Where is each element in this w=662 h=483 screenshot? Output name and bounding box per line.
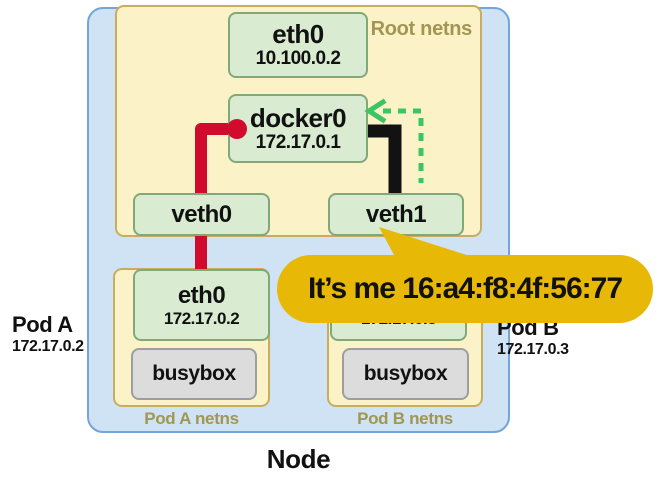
pod-b-ip: 172.17.0.3 [497, 341, 569, 358]
pod-a-busybox-label: busybox [152, 362, 236, 385]
pod-b-netns-label: Pod B netns [357, 409, 453, 428]
root-eth0-box: eth0 10.100.0.2 [228, 12, 368, 78]
pod-a-eth0-title: eth0 [177, 281, 226, 309]
pod-a-ip: 172.17.0.2 [12, 338, 84, 355]
pod-a-name: Pod A [12, 312, 73, 337]
docker0-bridge-box: docker0 172.17.0.1 [228, 94, 368, 163]
root-eth0-ip: 10.100.0.2 [255, 48, 341, 69]
pod-a-busybox-box: busybox [131, 348, 257, 400]
pod-a-netns-label: Pod A netns [144, 409, 239, 428]
root-netns-label: Root netns [370, 18, 473, 40]
pod-a-eth0-ip: 172.17.0.2 [163, 308, 240, 328]
pod-a-label-group: Pod A 172.17.0.2 [12, 312, 84, 356]
veth0-title: veth0 [171, 200, 232, 228]
speech-bubble: It’s me 16:a4:f8:4f:56:77 [277, 255, 653, 323]
pod-a-eth0-box: eth0 172.17.0.2 [133, 269, 270, 341]
veth0-box: veth0 [133, 193, 270, 236]
docker0-ip: 172.17.0.1 [255, 131, 341, 153]
pod-b-busybox-label: busybox [363, 362, 448, 385]
docker0-title: docker0 [249, 102, 347, 133]
veth1-title: veth1 [365, 200, 427, 228]
root-eth0-title: eth0 [272, 19, 324, 49]
pod-b-busybox-box: busybox [342, 348, 469, 400]
speech-bubble-text: It’s me 16:a4:f8:4f:56:77 [307, 272, 623, 305]
veth1-box: veth1 [328, 193, 464, 236]
node-label: Node [266, 444, 331, 474]
